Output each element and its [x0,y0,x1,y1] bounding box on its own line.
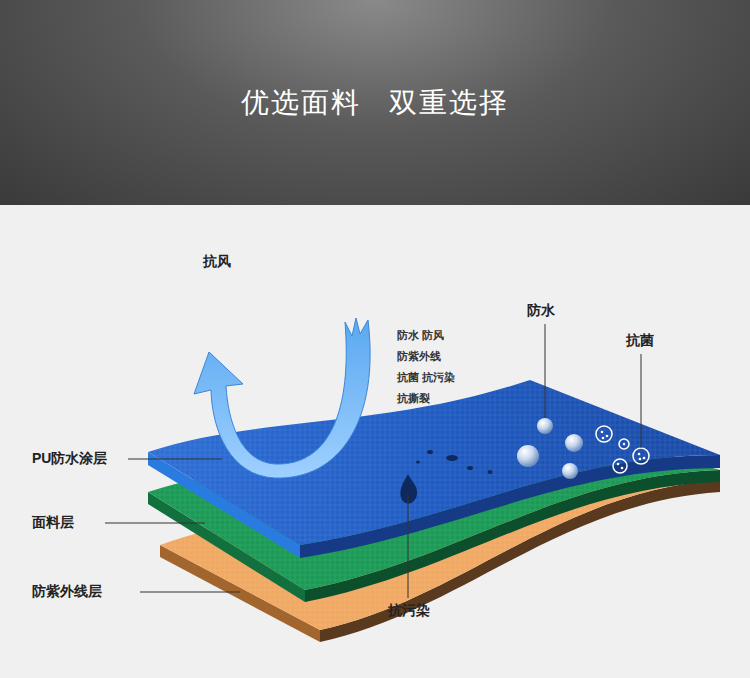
leader-lines [105,324,641,598]
banner-title: 优选面料 双重选择 [241,84,509,122]
layer-label: 面料层 [32,514,74,532]
feature-list-item: 抗撕裂 [397,391,430,406]
feature-list-item: 防水 防风 [397,328,444,343]
feature-list-item: 抗菌 抗污染 [397,370,455,385]
pu-coating-layer [148,380,720,558]
stain [400,450,492,504]
feature-list-item: 防紫外线 [397,349,441,364]
feature-label: 抗菌 [626,332,654,350]
layer-label: 防紫外线层 [32,583,102,601]
feature-label: 防水 [527,302,555,320]
feature-label: 抗风 [203,253,231,271]
layer-label: PU防水涂层 [32,450,107,468]
bacteria-dots [601,431,646,470]
water-drops [517,418,583,479]
wind-arrow [194,318,370,478]
feature-label: 抗污染 [388,602,430,620]
